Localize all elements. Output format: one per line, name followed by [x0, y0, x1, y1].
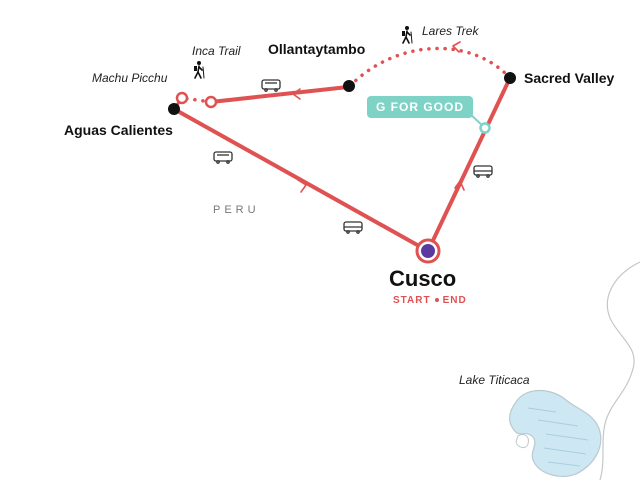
route-lares-trek-dotted	[348, 46, 512, 88]
marker-g-for-good	[479, 122, 491, 134]
marker-machu-picchu	[175, 91, 189, 105]
label-country-peru: PERU	[213, 204, 260, 216]
route-ollantaytambo-to-inca-trail	[209, 85, 350, 104]
lake-island	[515, 433, 529, 449]
hiker-icon	[402, 26, 413, 44]
train-icon	[213, 151, 233, 164]
bus-icon	[343, 221, 363, 234]
label-end: END	[442, 295, 467, 306]
label-lake-titicaca: Lake Titicaca	[459, 373, 530, 387]
label-machu-picchu: Machu Picchu	[92, 71, 168, 85]
lake-titicaca-area	[508, 261, 640, 480]
lake-water	[508, 389, 602, 477]
transport-icons	[213, 79, 493, 234]
label-sacred-valley: Sacred Valley	[524, 70, 615, 86]
direction-arrow-icon	[292, 88, 301, 100]
marker-cusco	[421, 244, 435, 258]
separator-dot-icon	[434, 298, 439, 303]
direction-arrow-icon	[297, 179, 307, 193]
marker-sacred-valley	[504, 72, 516, 84]
cusco-start-end: START END	[393, 296, 467, 306]
direction-arrows	[292, 41, 465, 193]
lake-ripple	[543, 447, 587, 455]
markers	[168, 72, 516, 264]
lake-ripple	[537, 419, 579, 427]
route-lines	[172, 46, 512, 253]
label-aguas-calientes: Aguas Calientes	[64, 122, 173, 138]
train-icon	[261, 79, 281, 92]
marker-ollantaytambo	[343, 80, 355, 92]
label-cusco: Cusco	[389, 266, 457, 291]
hiker-icon	[194, 61, 205, 79]
label-lares-trek: Lares Trek	[422, 24, 479, 38]
lake-ripple	[527, 407, 557, 413]
label-ollantaytambo: Ollantaytambo	[268, 41, 366, 57]
g-for-good-badge: G FOR GOOD	[367, 96, 473, 118]
label-start: START	[393, 295, 431, 306]
lake-ripple	[545, 433, 589, 441]
label-inca-trail: Inca Trail	[192, 44, 241, 58]
lake-ripple	[547, 461, 581, 467]
route-cusco-to-sacred-valley	[426, 76, 512, 253]
direction-arrow-icon	[452, 41, 461, 53]
bus-icon	[473, 165, 493, 178]
marker-inca-trail	[204, 95, 218, 109]
direction-arrow-icon	[454, 180, 465, 191]
marker-aguas-calientes	[168, 103, 180, 115]
route-aguas-to-cusco	[172, 107, 430, 253]
land-border	[599, 261, 640, 480]
